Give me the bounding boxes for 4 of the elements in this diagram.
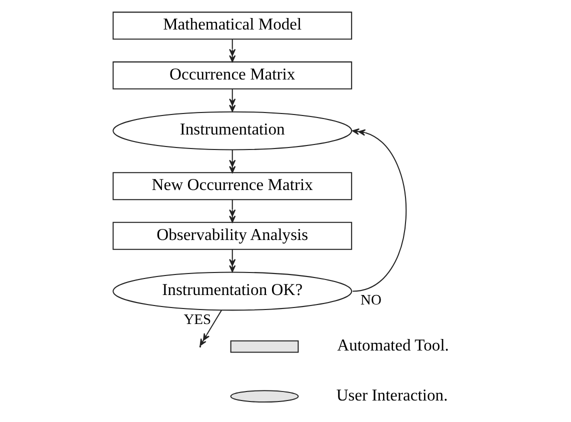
legend-label: Automated Tool. xyxy=(337,336,449,355)
legend-label: User Interaction. xyxy=(336,385,448,404)
edge-label: YES xyxy=(184,312,212,328)
edge-label: NO xyxy=(360,292,382,309)
